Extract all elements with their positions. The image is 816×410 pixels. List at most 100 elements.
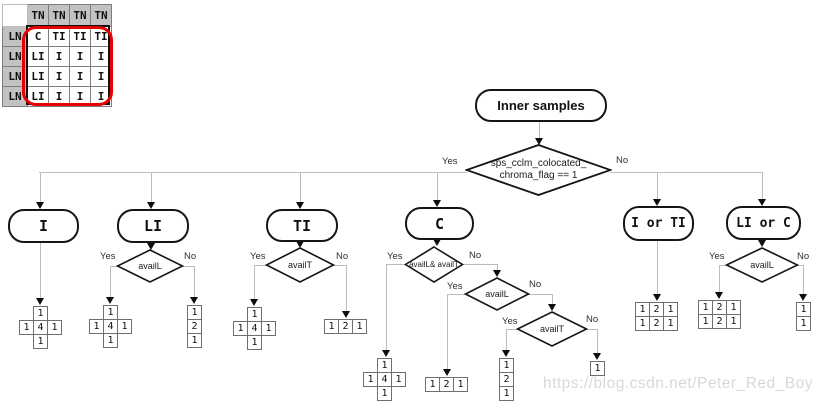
arrowhead — [296, 202, 304, 209]
decision-c-availt: availT — [516, 311, 588, 347]
connector — [797, 265, 804, 266]
connector — [762, 172, 763, 202]
filter-cell: 1 — [33, 334, 48, 349]
connector — [110, 266, 118, 267]
connector — [334, 265, 346, 266]
yes-label: Yes — [447, 281, 463, 292]
connector — [447, 294, 448, 372]
filter-cell: 1 — [453, 377, 468, 392]
filter-cell: 4 — [33, 320, 48, 335]
connector — [497, 264, 498, 273]
filter-cell: 1 — [377, 358, 392, 373]
no-label: No — [586, 314, 599, 325]
connector — [151, 172, 152, 205]
table-cell: I — [48, 86, 70, 107]
arrowhead — [548, 304, 556, 311]
filter-cell: 1 — [698, 300, 713, 315]
arrowhead — [715, 292, 723, 299]
decision-root-line2: chroma_flag == 1 — [499, 170, 578, 181]
filter-cell: 1 — [499, 358, 514, 373]
yes-label: Yes — [100, 251, 116, 262]
decision-liorc-availl: availL — [725, 247, 799, 283]
table-col-header: TN — [48, 4, 70, 27]
decision-root-line1: sps_cclm_colocated_ — [490, 158, 587, 169]
filter-cell: 1 — [377, 386, 392, 401]
table-col-header: TN — [69, 4, 91, 27]
filter-cell: 1 — [663, 316, 678, 331]
filter-cell: 2 — [712, 314, 727, 329]
filter-cell: 1 — [261, 321, 276, 336]
no-label: No — [336, 251, 349, 262]
no-label: No — [184, 251, 197, 262]
connector — [506, 329, 507, 353]
arrowhead — [593, 353, 601, 360]
filter-cell: 1 — [796, 316, 811, 331]
arrowhead — [493, 270, 501, 277]
filter-cell: 1 — [247, 335, 262, 350]
table-cell: I — [90, 66, 112, 87]
table-row-header: LN — [2, 66, 28, 87]
connector — [40, 239, 41, 301]
connector — [447, 294, 466, 295]
connector — [254, 265, 268, 266]
filter-cell: 1 — [103, 305, 118, 320]
filter-cell: 1 — [19, 320, 34, 335]
arrowhead — [433, 239, 441, 246]
table-col-header: TN — [90, 4, 112, 27]
arrowhead — [342, 311, 350, 318]
table-cell: LI — [27, 46, 49, 67]
decision-c-availl-availt: availL& availT — [404, 246, 464, 283]
connector — [254, 265, 255, 302]
filter-cell: 1 — [103, 333, 118, 348]
decision-li-availl: availL — [116, 249, 184, 283]
filter-cell: 1 — [635, 302, 650, 317]
arrowhead — [190, 297, 198, 304]
decision-ti-availt: availT — [265, 247, 335, 283]
table-cell: I — [69, 46, 91, 67]
connector — [506, 329, 518, 330]
filter-cell: 1 — [635, 316, 650, 331]
connector — [610, 172, 762, 173]
connector — [386, 264, 387, 353]
connector — [657, 237, 658, 297]
filter-cell: 1 — [726, 300, 741, 315]
yes-label: Yes — [442, 156, 458, 167]
node-ti: TI — [266, 209, 338, 242]
arrowhead — [535, 138, 543, 145]
table-cell: TI — [48, 26, 70, 47]
connector — [528, 294, 552, 295]
filter-cell: 1 — [425, 377, 440, 392]
filter-cell: 4 — [377, 372, 392, 387]
no-label: No — [616, 155, 629, 166]
arrowhead — [653, 294, 661, 301]
arrowhead — [758, 199, 766, 206]
node-c: C — [405, 207, 474, 240]
arrowhead — [502, 350, 510, 357]
no-label: No — [469, 250, 482, 261]
start-node: Inner samples — [475, 89, 607, 122]
arrowhead — [433, 200, 441, 207]
filter-cell: 1 — [698, 314, 713, 329]
table-cell: I — [69, 86, 91, 107]
filter-cell: 1 — [352, 319, 367, 334]
filter-cell: 1 — [247, 307, 262, 322]
yes-label: Yes — [502, 316, 518, 327]
connector — [719, 265, 727, 266]
yes-label: Yes — [250, 251, 266, 262]
filter-cell: 1 — [33, 306, 48, 321]
filter-cell: 2 — [338, 319, 353, 334]
table-row-header: LN — [2, 86, 28, 107]
table-col-header: TN — [27, 4, 49, 27]
filter-cell: 1 — [187, 333, 202, 348]
decision-root: sps_cclm_colocated_ chroma_flag == 1 — [465, 144, 612, 196]
filter-cell: 2 — [499, 372, 514, 387]
arrowhead — [382, 350, 390, 357]
filter-cell: 1 — [89, 319, 104, 334]
filter-cell: 1 — [363, 372, 378, 387]
connector — [586, 329, 597, 330]
node-li: LI — [117, 209, 189, 243]
filter-cell: 1 — [324, 319, 339, 334]
filter-cell: 1 — [391, 372, 406, 387]
arrowhead — [36, 202, 44, 209]
